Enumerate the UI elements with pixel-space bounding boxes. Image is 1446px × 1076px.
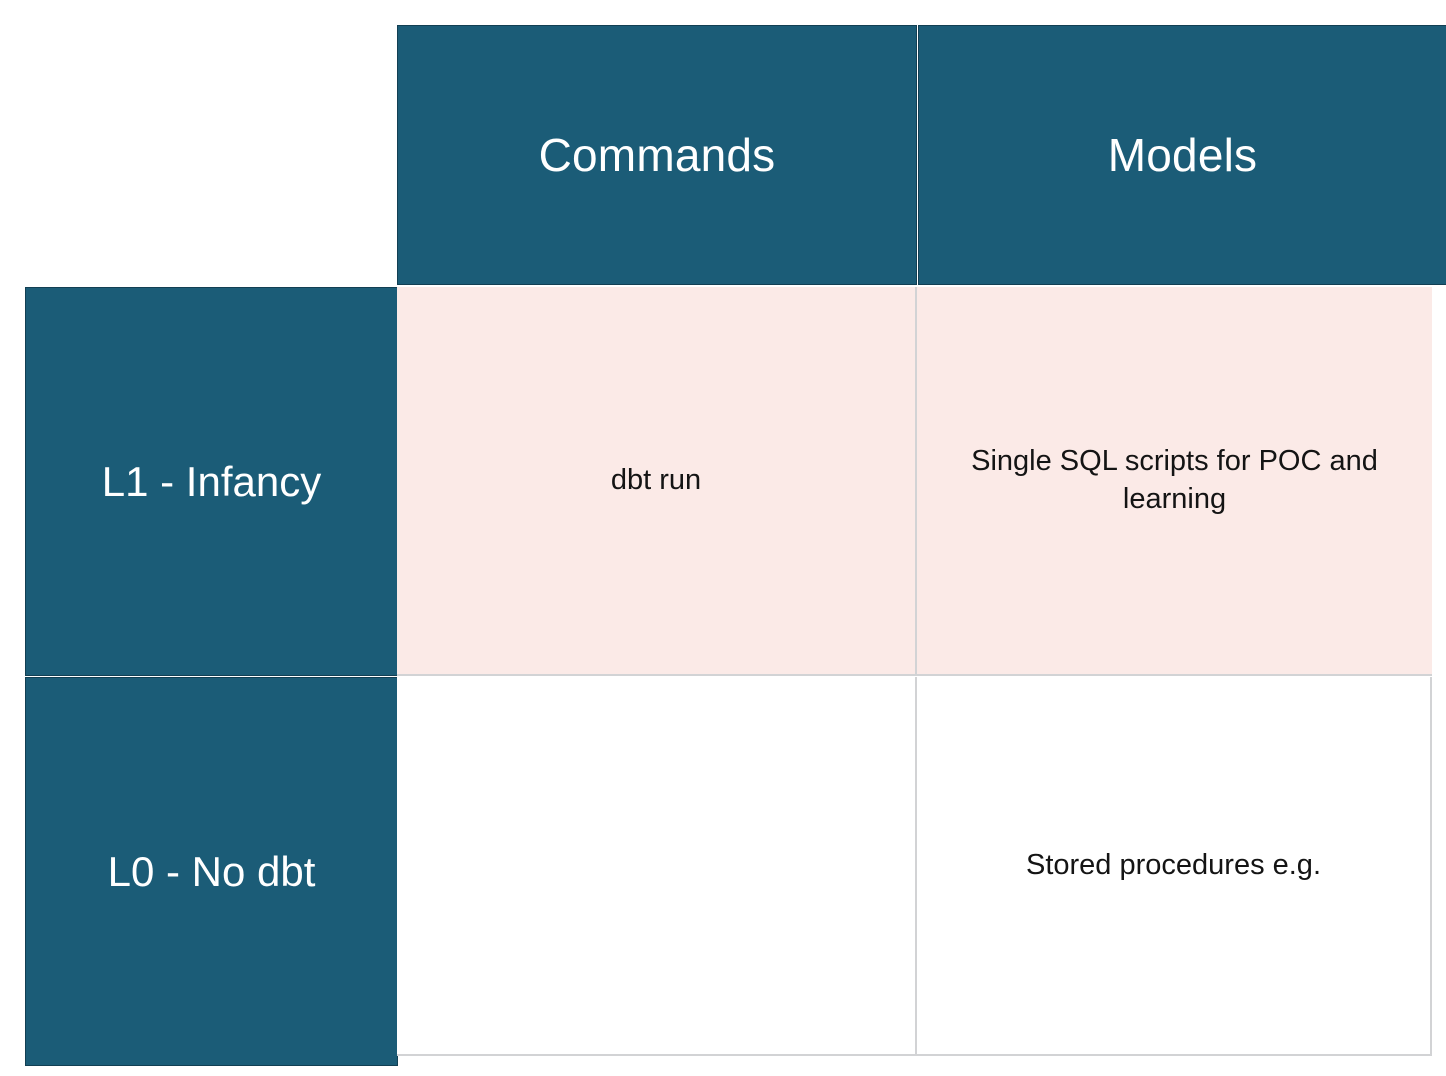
matrix-corner-cell: [0, 0, 396, 285]
cell-l1-commands-text: dbt run: [610, 463, 702, 496]
row-header-l0-no-dbt: L0 - No dbt: [25, 677, 398, 1066]
cell-l0-commands: [397, 677, 917, 1056]
column-header-commands: Commands: [397, 25, 917, 285]
row-header-l1-infancy: L1 - Infancy: [25, 287, 398, 676]
column-header-commands-label: Commands: [538, 129, 776, 181]
cell-l0-models: Stored procedures e.g.: [917, 677, 1432, 1056]
cell-l1-models: Single SQL scripts for POC and learning: [917, 287, 1432, 676]
row-header-l1-infancy-label: L1 - Infancy: [101, 457, 322, 505]
cell-l1-models-text: Single SQL scripts for POC and learning: [971, 445, 1378, 515]
column-header-models-label: Models: [1107, 129, 1258, 181]
row-header-l0-no-dbt-label: L0 - No dbt: [107, 847, 316, 895]
column-header-models: Models: [918, 25, 1446, 285]
cell-l0-models-text: Stored procedures e.g.: [1025, 848, 1321, 881]
cell-l1-commands: dbt run: [397, 287, 917, 676]
